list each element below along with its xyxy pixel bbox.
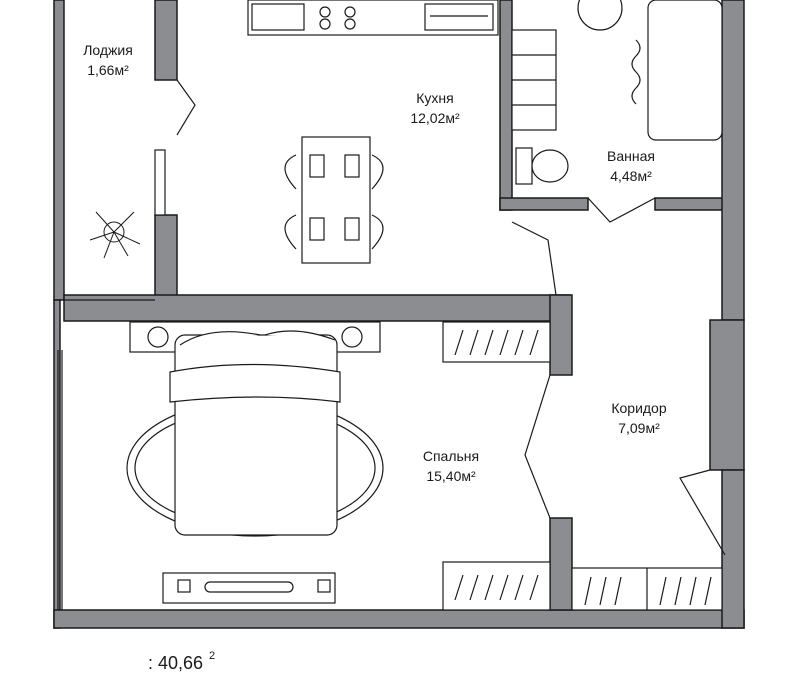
- room-label-kitchen: Кухня 12,02м²: [390, 88, 480, 128]
- corridor-wardrobe: [571, 567, 723, 611]
- room-area: 12,02м²: [410, 110, 460, 126]
- room-name: Лоджия: [83, 42, 133, 58]
- total-area-value: : 40,66: [148, 653, 204, 673]
- room-area: 1,66м²: [87, 62, 129, 78]
- room-label-bedroom: Спальня 15,40м²: [406, 446, 496, 486]
- bathroom-fixtures: [511, 0, 723, 185]
- room-name: Кухня: [416, 90, 454, 106]
- total-area-unit: 2: [209, 650, 216, 662]
- total-area: : 40,66 2: [148, 650, 215, 674]
- room-label-loggia: Лоджия 1,66м²: [62, 40, 154, 80]
- loggia-glazing: [57, 299, 155, 610]
- room-label-corridor: Коридор 7,09м²: [594, 398, 684, 438]
- dining-set: [284, 136, 384, 264]
- doors: [154, 79, 726, 556]
- room-area: 7,09м²: [618, 420, 660, 436]
- walls: [53, 0, 745, 629]
- bed: [126, 321, 384, 537]
- bedroom-furniture: [162, 321, 551, 611]
- room-name: Спальня: [422, 448, 480, 464]
- plant: [89, 211, 141, 259]
- room-name: Ванная: [607, 148, 655, 164]
- room-name: Коридор: [611, 400, 667, 416]
- room-area: 4,48м²: [610, 168, 652, 184]
- room-area: 15,40м²: [426, 468, 476, 484]
- kitchen-counter: [247, 0, 499, 36]
- room-label-bathroom: Ванная 4,48м²: [588, 146, 674, 186]
